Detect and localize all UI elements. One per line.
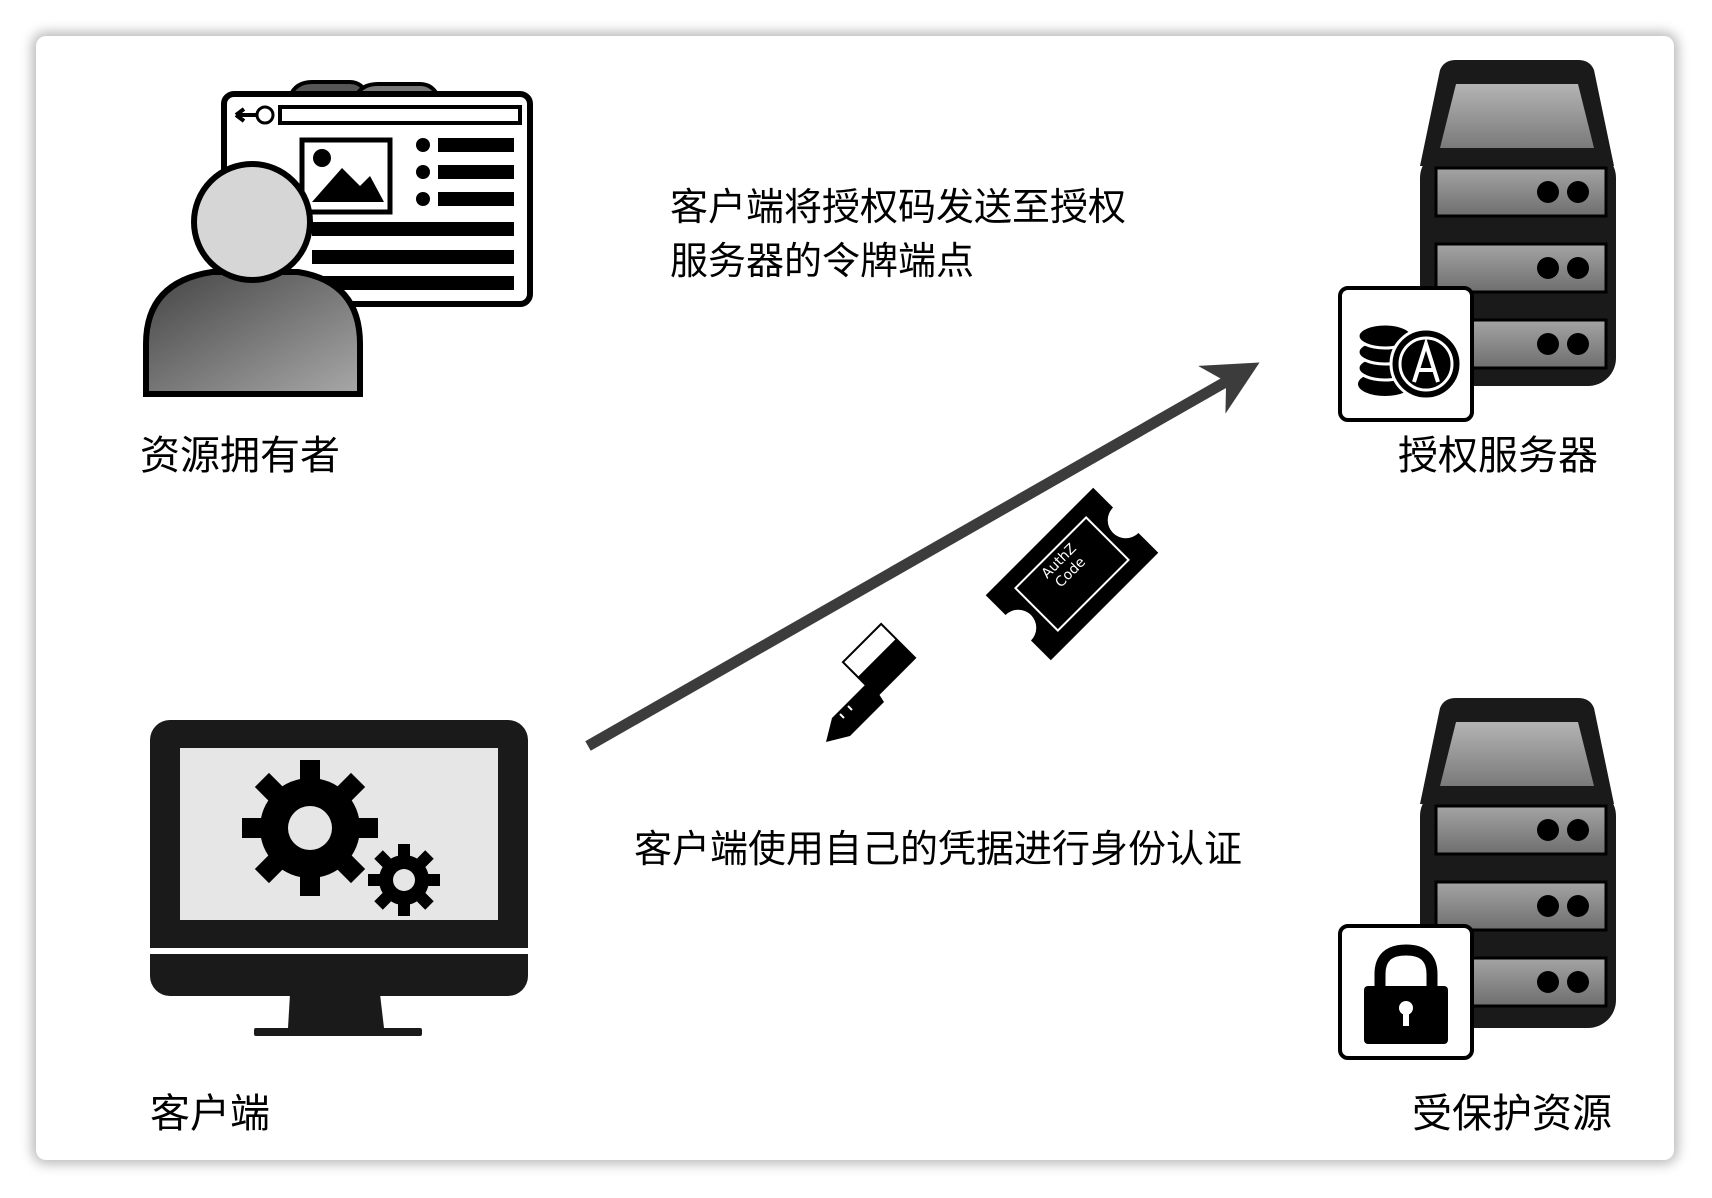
protected-resource-label: 受保护资源 xyxy=(1412,1091,1612,1137)
protected-resource-icon xyxy=(1338,698,1616,1060)
key-icon xyxy=(826,622,917,742)
authorization-badge-icon xyxy=(1338,286,1474,422)
small-gear-icon xyxy=(368,844,440,916)
token-request-line-1: 客户端将授权码发送至授权 xyxy=(670,185,1127,229)
token-request-arrow xyxy=(585,362,1260,751)
client-label: 客户端 xyxy=(150,1091,270,1137)
resource-owner-icon xyxy=(143,80,533,397)
resource-owner-label: 资源拥有者 xyxy=(140,433,340,479)
token-request-line-2: 服务器的令牌端点 xyxy=(670,239,975,283)
user-avatar-icon xyxy=(143,161,363,397)
large-gear-icon xyxy=(242,760,378,896)
authorization-server-icon xyxy=(1338,60,1616,422)
client-auth-message: 客户端使用自己的凭据进行身份认证 xyxy=(634,827,1243,871)
client-computer-icon xyxy=(150,720,528,1036)
authz-code-ticket-icon xyxy=(985,487,1159,661)
token-request-message: 客户端将授权码发送至授权 服务器的令牌端点 xyxy=(670,180,1126,288)
lock-icon xyxy=(1338,924,1474,1060)
authorization-server-label: 授权服务器 xyxy=(1398,433,1598,479)
